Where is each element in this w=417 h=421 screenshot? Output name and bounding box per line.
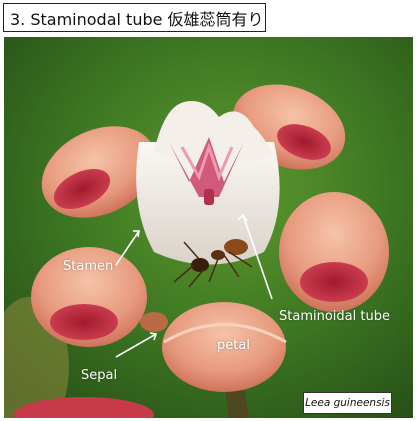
tube-arrow-head: [237, 213, 248, 222]
stamen-label: Stamen: [63, 259, 114, 274]
red-bud: [14, 397, 154, 418]
species-name: Leea guineensis: [303, 392, 392, 414]
sepal-label: Sepal: [81, 368, 118, 383]
sepal-arrow: [115, 333, 157, 358]
sepal-arrow-head: [149, 332, 158, 341]
tube-arrow: [242, 214, 273, 300]
stamen-arrow: [115, 230, 140, 266]
ant: [173, 239, 253, 288]
figure-title: 3. Staminodal tube 仮雄蕊筒有り: [3, 3, 266, 32]
petal-top-left: [41, 126, 157, 218]
flower-photo: [4, 37, 413, 418]
sepal: [140, 312, 168, 332]
staminoidal-tube-label: Staminoidal tube: [279, 309, 390, 324]
stamen-arrow-head: [133, 230, 140, 238]
petal-label: petal: [217, 338, 250, 353]
staminodal-tube: [136, 101, 280, 265]
petal-left: [31, 247, 147, 347]
petal-right: [279, 192, 389, 312]
petal-front: [162, 302, 287, 392]
